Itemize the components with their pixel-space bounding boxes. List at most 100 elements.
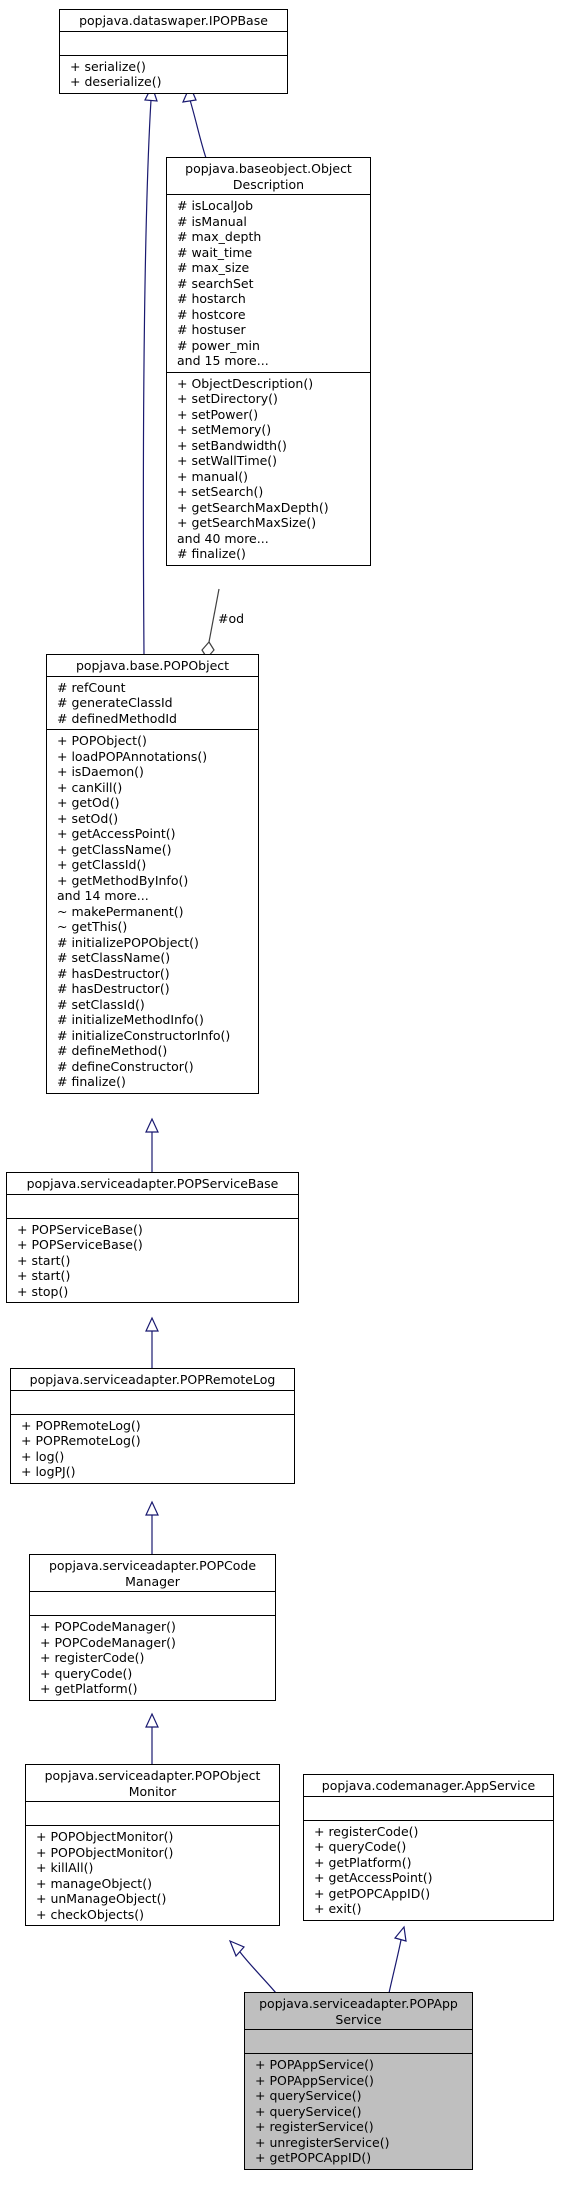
method: + POPRemoteLog() xyxy=(21,1417,141,1433)
method: + start() xyxy=(17,1268,71,1283)
inheritance-edge-popappservice-popobjectmonitor xyxy=(239,1951,277,1994)
attribute: # hostuser xyxy=(177,322,246,337)
method: + queryService() xyxy=(255,2088,362,2103)
method: + getPOPCAppID() xyxy=(314,1885,431,1901)
method: + POPServiceBase() xyxy=(17,1237,143,1252)
attributes-section xyxy=(30,1591,275,1615)
attribute: # isManual xyxy=(177,213,247,229)
class-name-line: popjava.serviceadapter.POPServiceBase xyxy=(26,1176,279,1191)
method: + stop() xyxy=(17,1283,69,1299)
method: + POPAppService() xyxy=(255,2072,374,2088)
method: + POPServiceBase() xyxy=(17,1221,143,1237)
class-name-line: popjava.base.POPObject xyxy=(75,658,230,673)
method: + POPObjectMonitor() xyxy=(36,1829,174,1844)
method: + setSearch() xyxy=(177,484,264,499)
inheritance-arrowhead xyxy=(228,1939,246,1958)
method: + getClassId() xyxy=(57,857,147,872)
method: ~ getThis() xyxy=(57,919,128,934)
class-name: popjava.dataswaper.IPOPBase xyxy=(60,10,287,31)
method: + getClassName() xyxy=(57,841,172,857)
method: and 14 more... xyxy=(57,888,149,903)
method: # setClassId() xyxy=(57,996,145,1012)
method: + setMemory() xyxy=(177,422,272,437)
method: + POPCodeManager() xyxy=(40,1634,176,1650)
attributes-section xyxy=(26,1801,279,1825)
methods-section: + ObjectDescription() + setDirectory() +… xyxy=(167,371,370,565)
class-name: popjava.codemanager.AppService xyxy=(304,1775,553,1796)
class-popremotelog[interactable]: popjava.serviceadapter.POPRemoteLog + PO… xyxy=(10,1368,295,1484)
method: + setDirectory() xyxy=(177,391,278,406)
inheritance-arrowhead xyxy=(393,1925,407,1942)
method: # defineConstructor() xyxy=(57,1058,194,1074)
attributes-section xyxy=(7,1193,298,1218)
method: + killAll() xyxy=(36,1860,94,1875)
method: + getSearchMaxDepth() xyxy=(177,499,329,515)
inheritance-edge-objectdescription-ipopbase xyxy=(189,99,207,159)
attribute: # refCount xyxy=(57,679,126,695)
method: + getPlatform() xyxy=(314,1854,412,1870)
class-popobject[interactable]: popjava.base.POPObject # refCount # gene… xyxy=(46,654,259,1094)
method: + unManageObject() xyxy=(36,1891,167,1906)
attribute: # max_size xyxy=(177,260,250,275)
method: + POPObjectMonitor() xyxy=(36,1844,174,1860)
class-name: popjava.serviceadapter.POPApp Service xyxy=(245,1993,472,2029)
class-name-line: Manager xyxy=(125,1573,180,1589)
method: + getPlatform() xyxy=(40,1681,138,1696)
class-ipopbase[interactable]: popjava.dataswaper.IPOPBase + serialize(… xyxy=(59,9,288,94)
class-name-line: popjava.serviceadapter.POPObject xyxy=(44,1768,261,1783)
class-name: popjava.baseobject.Object Description xyxy=(167,158,370,194)
attribute: # max_depth xyxy=(177,229,262,244)
attribute: # wait_time xyxy=(177,244,253,260)
methods-section: + POPCodeManager() + POPCodeManager() + … xyxy=(30,1615,275,1700)
class-popappservice[interactable]: popjava.serviceadapter.POPApp Service + … xyxy=(244,1992,473,2170)
inheritance-arrowhead xyxy=(145,1712,159,1728)
class-popservicebase[interactable]: popjava.serviceadapter.POPServiceBase + … xyxy=(6,1172,299,1303)
method: # finalize() xyxy=(57,1074,126,1089)
attributes-section xyxy=(60,30,287,55)
method: + log() xyxy=(21,1448,65,1464)
method: + unregisterService() xyxy=(255,2134,390,2150)
class-name: popjava.serviceadapter.POPObject Monitor xyxy=(26,1765,279,1801)
methods-section: + registerCode() + queryCode() + getPlat… xyxy=(304,1819,553,1920)
method: + getAccessPoint() xyxy=(57,826,176,841)
class-objectdescription[interactable]: popjava.baseobject.Object Description # … xyxy=(166,157,371,566)
inheritance-arrowhead xyxy=(145,1117,159,1133)
class-name-line: Service xyxy=(335,2011,382,2027)
class-appservice[interactable]: popjava.codemanager.AppService + registe… xyxy=(303,1774,554,1921)
attribute: # power_min xyxy=(177,337,260,353)
method: + setWallTime() xyxy=(177,453,278,468)
attribute: # hostarch xyxy=(177,291,246,306)
methods-section: + POPAppService() + POPAppService() + qu… xyxy=(245,2053,472,2169)
attributes-section: # refCount # generateClassId # definedMe… xyxy=(47,675,258,730)
class-popobjectmonitor[interactable]: popjava.serviceadapter.POPObject Monitor… xyxy=(25,1764,280,1926)
method: + setOd() xyxy=(57,810,119,826)
attribute: # isLocalJob xyxy=(177,198,254,213)
method: + POPCodeManager() xyxy=(40,1619,176,1634)
method: # initializePOPObject() xyxy=(57,934,199,950)
methods-section: + POPObject() + loadPOPAnnotations() + i… xyxy=(47,729,258,1093)
method: # hasDestructor() xyxy=(57,965,170,981)
method: + getAccessPoint() xyxy=(314,1870,433,1885)
method: + manageObject() xyxy=(36,1875,152,1891)
association-edge-od xyxy=(208,588,220,643)
method: ~ makePermanent() xyxy=(57,903,184,919)
class-name: popjava.serviceadapter.POPServiceBase xyxy=(7,1173,298,1194)
methods-section: + POPObjectMonitor() + POPObjectMonitor(… xyxy=(26,1825,279,1925)
method: + logPJ() xyxy=(21,1464,76,1479)
method: # defineMethod() xyxy=(57,1043,168,1058)
class-name: popjava.serviceadapter.POPRemoteLog xyxy=(11,1369,294,1390)
method: + canKill() xyxy=(57,779,123,795)
method: + getSearchMaxSize() xyxy=(177,515,317,530)
method: # finalize() xyxy=(177,546,246,561)
class-popcodemanager[interactable]: popjava.serviceadapter.POPCode Manager +… xyxy=(29,1554,276,1701)
class-name-line: Description xyxy=(232,176,305,192)
method: + setBandwidth() xyxy=(177,437,287,453)
methods-section: + serialize() + deserialize() xyxy=(60,54,287,93)
attribute: # hostcore xyxy=(177,306,246,322)
class-name: popjava.serviceadapter.POPCode Manager xyxy=(30,1555,275,1591)
method: + checkObjects() xyxy=(36,1906,145,1922)
method: # hasDestructor() xyxy=(57,981,170,996)
inheritance-edge-popappservice-appservice xyxy=(388,1939,402,1994)
attribute: # generateClassId xyxy=(57,695,173,710)
attributes-section xyxy=(245,2029,472,2053)
